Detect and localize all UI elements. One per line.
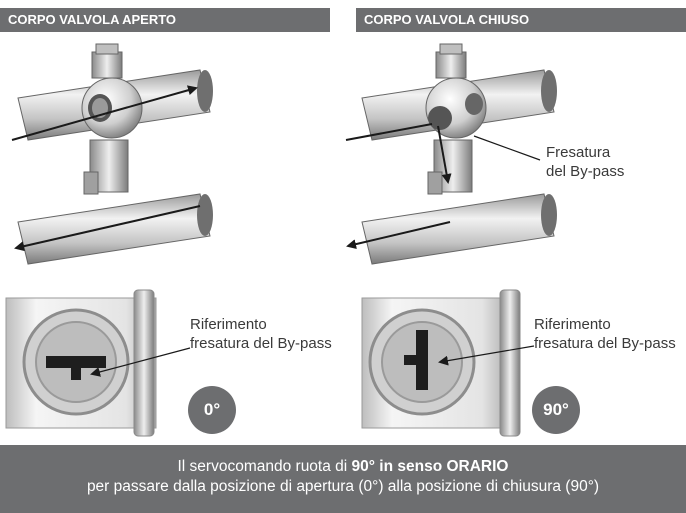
reference-right-line1: Riferimento: [534, 316, 611, 333]
closed-valve-drawing: [345, 43, 557, 265]
reference-left-line2: fresatura del By-pass: [190, 335, 332, 352]
bypass-milling-label-line1: Fresatura: [546, 144, 611, 161]
closed-angle-badge: 90°: [532, 386, 580, 434]
open-indicator-drawing: [5, 289, 191, 437]
reference-right-line2: fresatura del By-pass: [534, 335, 676, 352]
open-angle-badge: 0°: [188, 386, 236, 434]
open-valve-drawing: [11, 43, 213, 265]
footer-line2: per passare dalla posizione di apertura …: [86, 478, 600, 495]
footer-line1: Il servocomando ruota di 90° in senso OR…: [177, 458, 509, 475]
open-body-title: CORPO VALVOLA APERTO: [0, 8, 330, 32]
reference-left-line1: Riferimento: [190, 316, 267, 333]
footer-caption: Il servocomando ruota di 90° in senso OR…: [0, 445, 686, 513]
bypass-milling-label-line2: del By-pass: [546, 163, 625, 180]
closed-indicator-drawing: [361, 289, 535, 437]
closed-body-title: CORPO VALVOLA CHIUSO: [356, 8, 686, 32]
valve-illustrations: [5, 43, 557, 437]
